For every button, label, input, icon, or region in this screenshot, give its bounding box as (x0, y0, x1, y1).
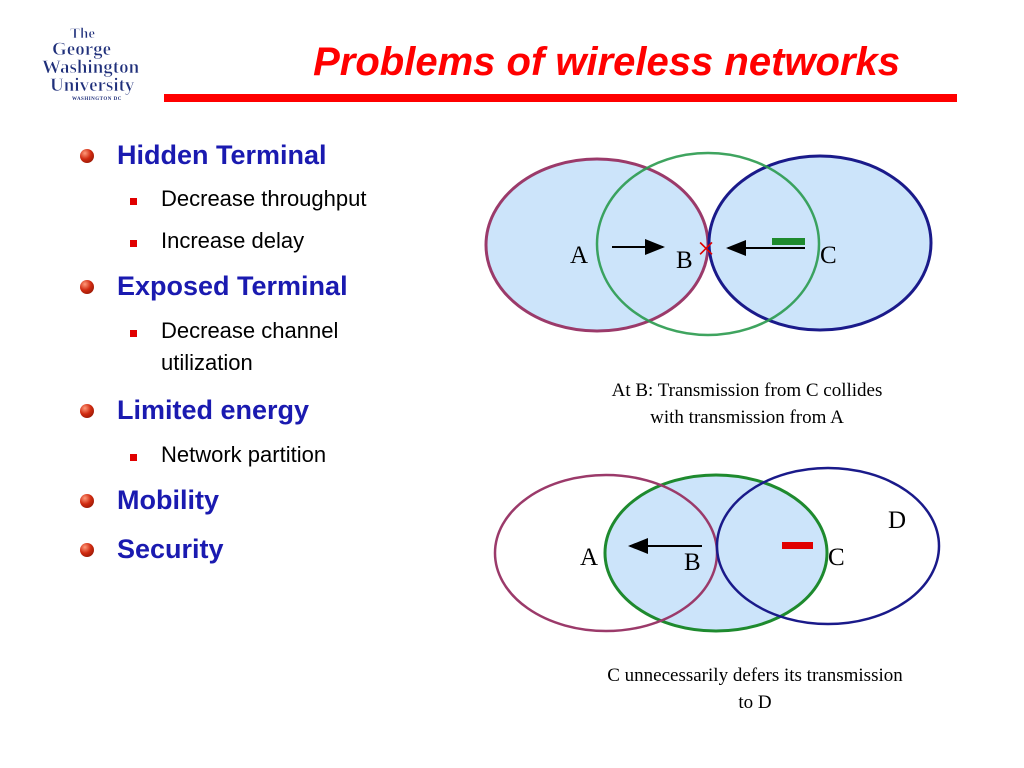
node-b-label: B (676, 247, 693, 274)
logo-line-3: Washington (42, 57, 140, 78)
node-b-label: B (684, 549, 701, 576)
caption-line: C unnecessarily defers its transmission (607, 665, 903, 686)
square-bullet-icon (130, 198, 137, 205)
exposed-terminal-diagram: A B C D (493, 466, 941, 633)
square-bullet-icon (130, 330, 137, 337)
caption-line: At B: Transmission from C collides (611, 380, 883, 401)
node-c-label: C (820, 242, 837, 269)
logo-line-4: University (50, 75, 135, 96)
node-a-label: A (580, 544, 598, 571)
sub-bullet-label: Decrease throughput (161, 186, 367, 211)
caption-hidden-terminal: At B: Transmission from C collides with … (540, 377, 954, 431)
node-a-label: A (570, 242, 588, 269)
range-circle-b (595, 151, 821, 337)
node-d-label: D (888, 507, 906, 534)
caption-line: with transmission from A (650, 407, 844, 428)
slide-title: Problems of wireless networks (313, 40, 900, 84)
sub-bullet-label: Decrease channel utilization (161, 318, 339, 375)
logo-subline: WASHINGTON DC (72, 97, 122, 102)
caption-exposed-terminal: C unnecessarily defers its transmission … (545, 662, 965, 716)
bullet-label: Limited energy (117, 395, 310, 425)
collision-x-icon: × (697, 230, 715, 266)
range-circle-a (493, 473, 719, 633)
university-logo: The George Washington University WASHING… (42, 26, 140, 102)
bullet-dot-icon (80, 280, 94, 294)
bullet-dot-icon (80, 404, 94, 418)
title-underline (164, 94, 957, 102)
square-bullet-icon (130, 454, 137, 461)
busy-dash-icon (772, 238, 805, 245)
bullet-label: Exposed Terminal (117, 271, 348, 301)
defer-dash-icon (782, 542, 813, 549)
bullet-label: Mobility (117, 485, 219, 515)
logo-line-1: The (70, 26, 95, 42)
bullet-label: Security (117, 534, 224, 564)
range-circle-a (484, 157, 710, 333)
sub-bullet-label: Network partition (161, 442, 327, 467)
square-bullet-icon (130, 240, 137, 247)
range-circle-b (603, 473, 829, 633)
bullet-dot-icon (80, 149, 94, 163)
range-circle-c (715, 466, 941, 626)
node-c-label: C (828, 544, 845, 571)
bullet-label: Hidden Terminal (117, 140, 327, 170)
logo-line-2: George (52, 39, 111, 60)
caption-line: to D (738, 692, 772, 713)
bullet-dot-icon (80, 494, 94, 508)
range-circle-c (707, 154, 933, 332)
bullet-dot-icon (80, 543, 94, 557)
sub-bullet-label: Increase delay (161, 228, 305, 253)
hidden-terminal-diagram: A B C × (484, 151, 933, 337)
